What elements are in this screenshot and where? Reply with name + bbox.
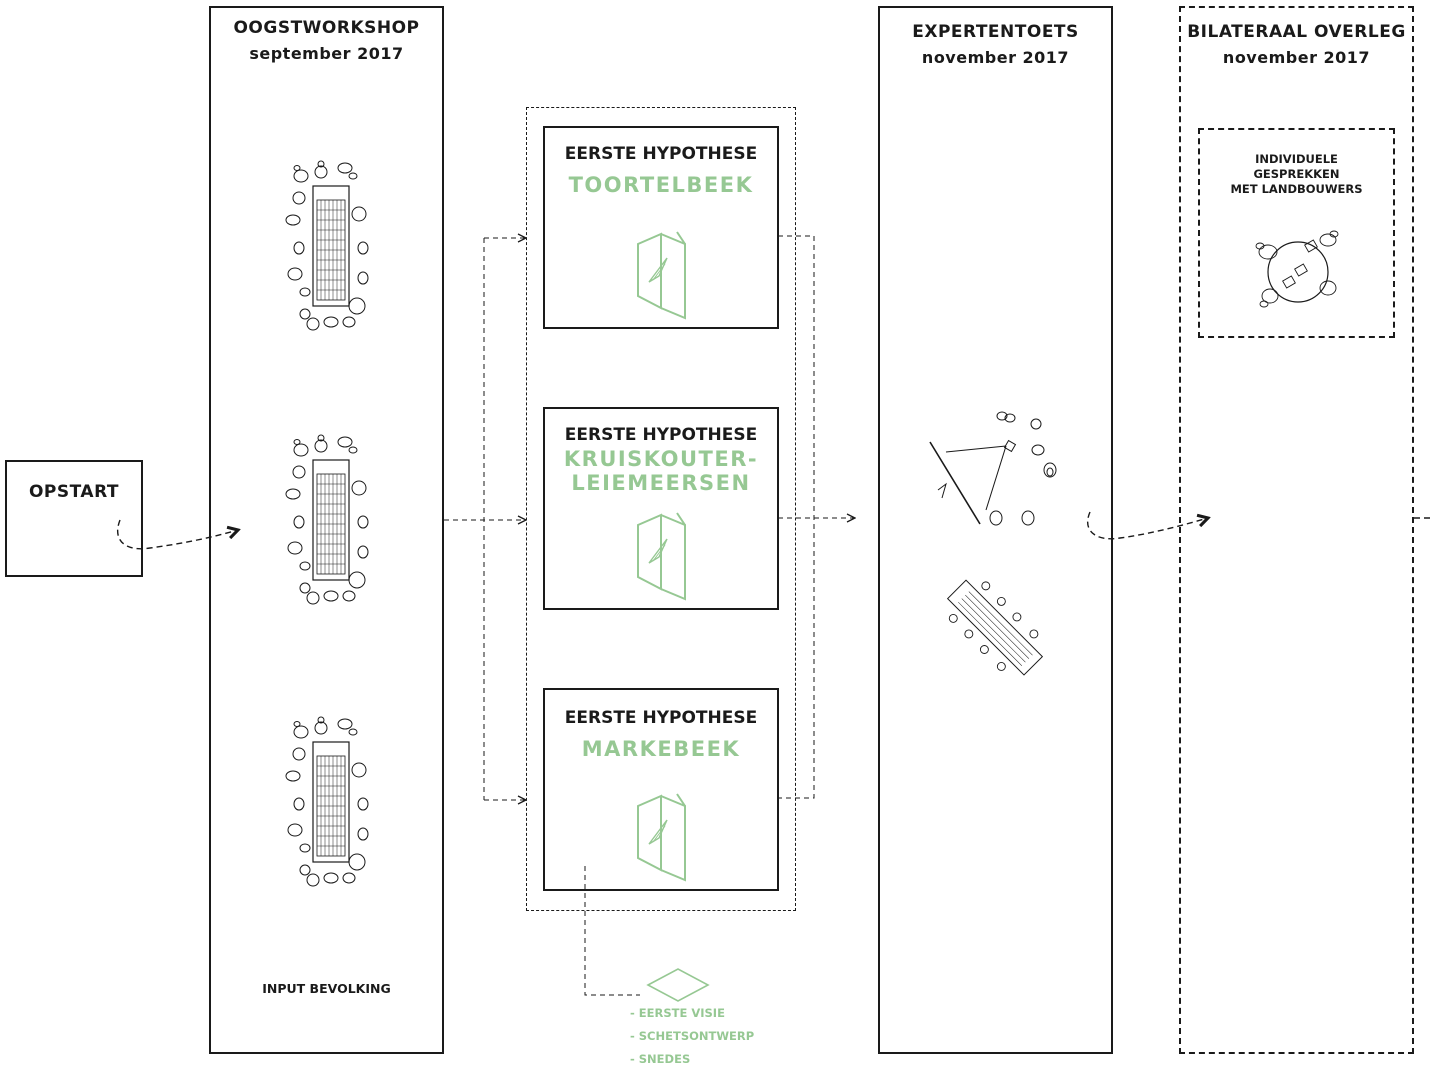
workshop-table-icon: [285, 434, 369, 605]
expertentoets-date: november 2017: [921, 48, 1070, 67]
output-item: - SCHETSONTWERP: [630, 1029, 755, 1043]
hypothesis-heading: EERSTE HYPOTHESE: [564, 144, 758, 164]
output-item: - EERSTE VISIE: [630, 1006, 725, 1020]
workshop-table-icon: [285, 716, 369, 887]
hypothesis-name: MARKEBEEK: [581, 737, 741, 761]
hypotheses-group: [526, 107, 796, 911]
diamond-icon: [646, 968, 710, 1002]
hypothesis-heading: EERSTE HYPOTHESE: [564, 425, 758, 445]
opstart-label: OPSTART: [28, 482, 119, 502]
output-item: - SNEDES: [630, 1052, 691, 1066]
map-booklet-icon: [637, 512, 686, 600]
line-to-output: [584, 866, 640, 996]
map-booklet-icon: [637, 231, 686, 319]
hypothesis-card-markebeek: EERSTE HYPOTHESE MARKEBEEK: [543, 688, 779, 891]
individual-talks-box: INDIVIDUELE GESPREKKEN MET LANDBOUWERS: [1198, 128, 1395, 338]
hypothesis-name: TOORTELBEEK: [568, 173, 754, 197]
bilateraal-box: BILATERAAL OVERLEG november 2017 INDIVID…: [1179, 6, 1414, 1054]
expertentoets-title: EXPERTENTOETS: [912, 22, 1079, 42]
bilateraal-title: BILATERAAL OVERLEG: [1187, 22, 1406, 42]
arrow-expert-to-bilateral: [1087, 511, 1208, 540]
opstart-box: OPSTART: [5, 460, 143, 577]
output-list: - EERSTE VISIE - SCHETSONTWERP - SNEDES: [630, 1002, 754, 1071]
hypothesis-card-toortelbeek: EERSTE HYPOTHESE TOORTELBEEK: [543, 126, 779, 329]
presentation-icon: [929, 411, 1057, 526]
hypothesis-name-line-1: KRUISKOUTER-: [563, 447, 759, 471]
map-booklet-icon: [637, 793, 686, 881]
expertentoets-box: EXPERTENTOETS november 2017: [878, 6, 1113, 1054]
oogstworkshop-date: september 2017: [249, 44, 404, 63]
hypothesis-card-kruiskouter: EERSTE HYPOTHESE KRUISKOUTER- LEIEMEERSE…: [543, 407, 779, 610]
bilateraal-date: november 2017: [1222, 48, 1371, 67]
arrow-opstart-to-oogst: [116, 519, 238, 550]
hypothesis-name-line-2: LEIEMEERSEN: [571, 471, 751, 495]
oogstworkshop-footer: INPUT BEVOLKING: [262, 981, 391, 996]
oogstworkshop-title: OOGSTWORKSHOP: [233, 18, 420, 38]
workshop-table-icon: [285, 160, 369, 331]
hypothesis-heading: EERSTE HYPOTHESE: [564, 708, 758, 728]
individual-talks-label: INDIVIDUELE GESPREKKEN MET LANDBOUWERS: [1230, 152, 1363, 196]
oogstworkshop-box: OOGSTWORKSHOP september 2017 INPUT BEVOL…: [209, 6, 444, 1054]
diagonal-table-icon: [946, 579, 1044, 676]
round-table-icon: [1255, 230, 1339, 308]
